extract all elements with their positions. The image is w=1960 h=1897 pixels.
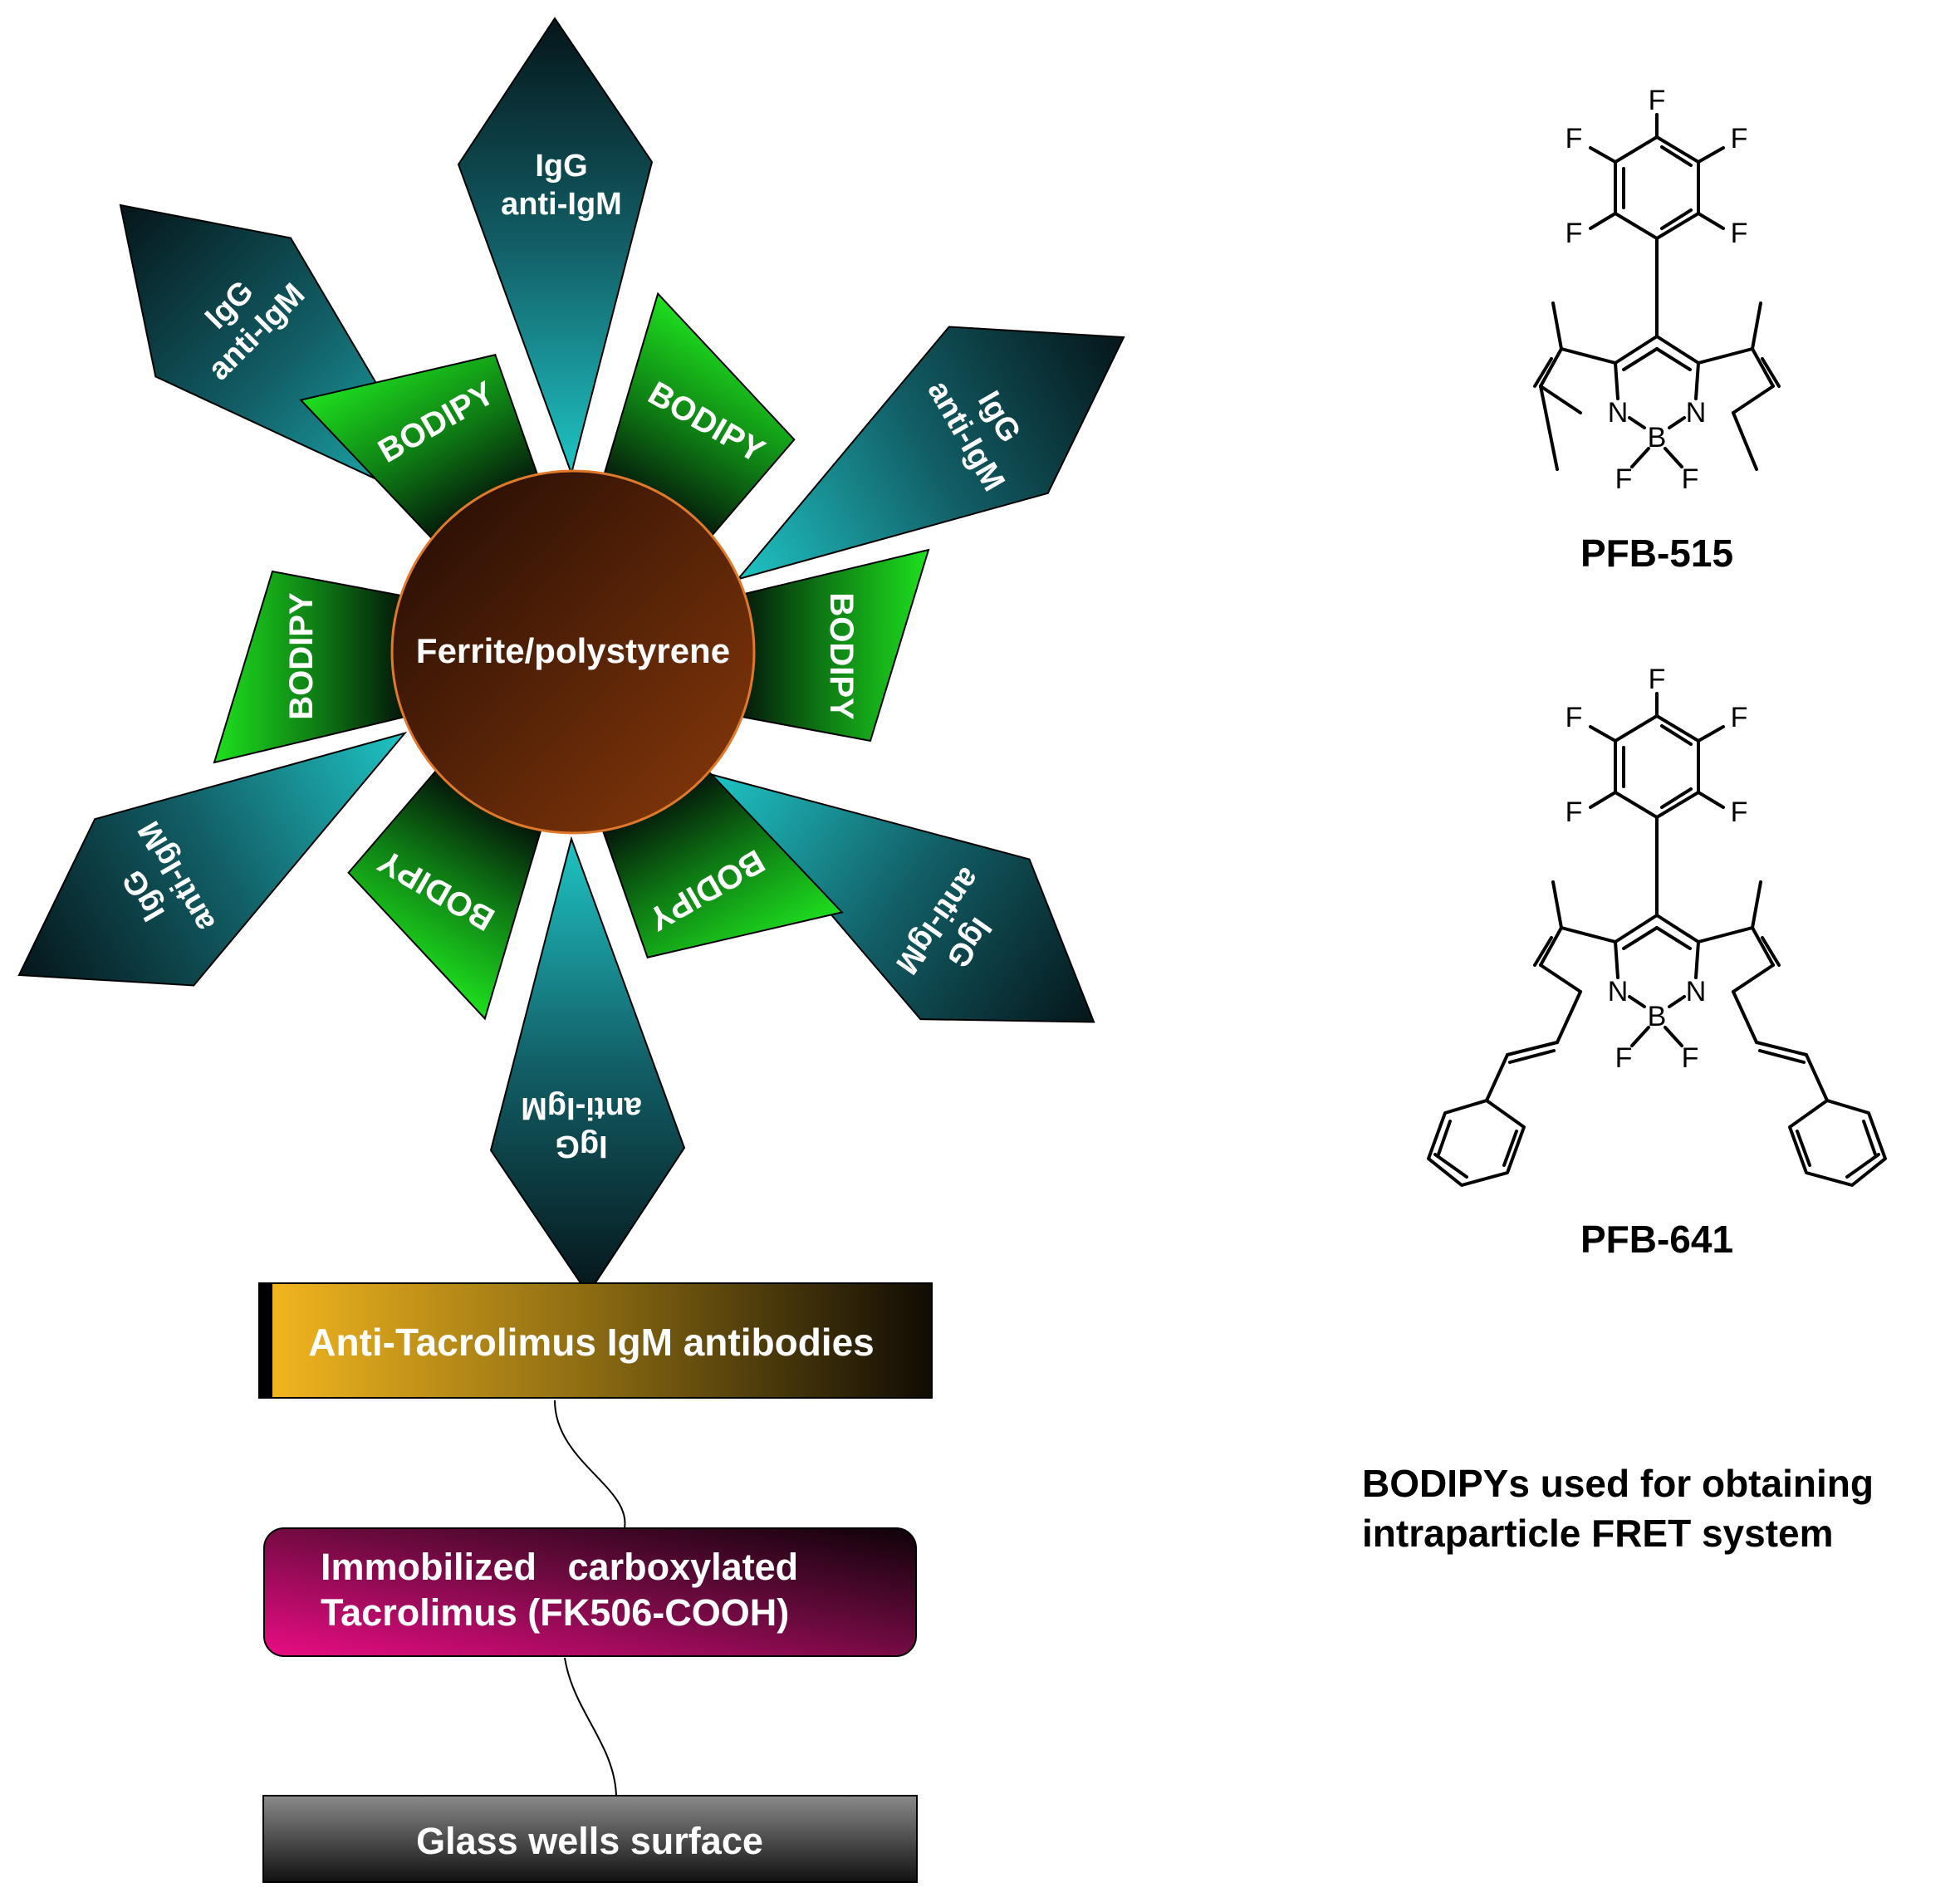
structure-pfb-641: F F F F F	[1427, 664, 1887, 1261]
particle-core-label: Ferrite/polystyrene	[416, 631, 730, 670]
antibody-label-line2: anti-IgM	[501, 187, 622, 222]
antibody-petal-bottom: IgG anti-IgM	[489, 836, 686, 1296]
bodipy-petal-left: BODIPY	[213, 570, 406, 764]
nanoparticle: IgG anti-IgM IgG anti-IgM IgG anti-IgM I…	[17, 17, 1125, 1296]
atom-f: F	[1566, 797, 1583, 828]
compound-name-pfb-641: PFB-641	[1580, 1218, 1733, 1261]
bodipy-petal-upper-right: BODIPY	[600, 292, 796, 544]
antibodies-label: Anti-Tacrolimus IgM antibodies	[308, 1321, 875, 1364]
bodipy-label: BODIPY	[823, 592, 860, 720]
atom-n: N	[1608, 976, 1629, 1007]
bodipy-petal-right: BODIPY	[737, 548, 930, 743]
bodipy-petal-lower-right: BODIPY	[601, 768, 844, 958]
atom-n: N	[1608, 397, 1629, 429]
immobilized-box: Immobilized carboxylated Tacrolimus (FK5…	[263, 1527, 917, 1657]
glass-surface: Glass wells surface	[262, 1795, 918, 1883]
atom-f: F	[1682, 1042, 1699, 1074]
caption-line1: BODIPYs used for obtaining	[1362, 1462, 1874, 1505]
linker-line-2	[564, 1657, 617, 1797]
atom-f: F	[1566, 218, 1583, 249]
atom-f: F	[1649, 85, 1666, 116]
structure-pfb-515: F F F F F N N B F F	[1533, 85, 1781, 575]
antibody-label-line1: IgG	[535, 149, 587, 184]
atom-f: F	[1566, 123, 1583, 154]
caption-line2: intraparticle FRET system	[1362, 1512, 1834, 1555]
bodipy-label: BODIPY	[283, 592, 320, 720]
antibody-petal-lower-right: IgG anti-IgM	[708, 772, 1095, 1023]
atom-f: F	[1731, 218, 1748, 249]
atom-f: F	[1649, 664, 1666, 695]
atom-f: F	[1731, 797, 1748, 828]
atom-n: N	[1686, 976, 1707, 1007]
atom-f: F	[1682, 463, 1699, 495]
glass-label: Glass wells surface	[416, 1820, 763, 1862]
immobilized-label-line2: Tacrolimus (FK506-COOH)	[321, 1591, 789, 1634]
antibody-petal-lower-left: IgG anti-IgM	[17, 731, 408, 987]
atom-n: N	[1686, 397, 1707, 429]
atom-f: F	[1731, 702, 1748, 733]
particle-core	[390, 469, 756, 835]
atom-b: B	[1648, 422, 1667, 453]
antibody-label-line1: IgG	[555, 1129, 607, 1164]
linker-line-1	[554, 1399, 626, 1529]
atom-f: F	[1731, 123, 1748, 154]
atom-b: B	[1648, 1001, 1667, 1032]
atom-f: F	[1615, 1042, 1633, 1074]
atom-f: F	[1566, 702, 1583, 733]
immobilized-label-line1: Immobilized carboxylated	[321, 1546, 798, 1588]
antibody-label-line2: anti-IgM	[521, 1091, 642, 1125]
antibodies-bar: Anti-Tacrolimus IgM antibodies	[258, 1282, 933, 1399]
compound-name-pfb-515: PFB-515	[1580, 532, 1733, 575]
caption: BODIPYs used for obtaining intraparticle…	[1362, 1462, 1874, 1555]
bodipy-petal-lower-left: BODIPY	[347, 768, 542, 1021]
antibody-petal-top: IgG anti-IgM	[457, 17, 654, 477]
atom-f: F	[1615, 463, 1633, 495]
